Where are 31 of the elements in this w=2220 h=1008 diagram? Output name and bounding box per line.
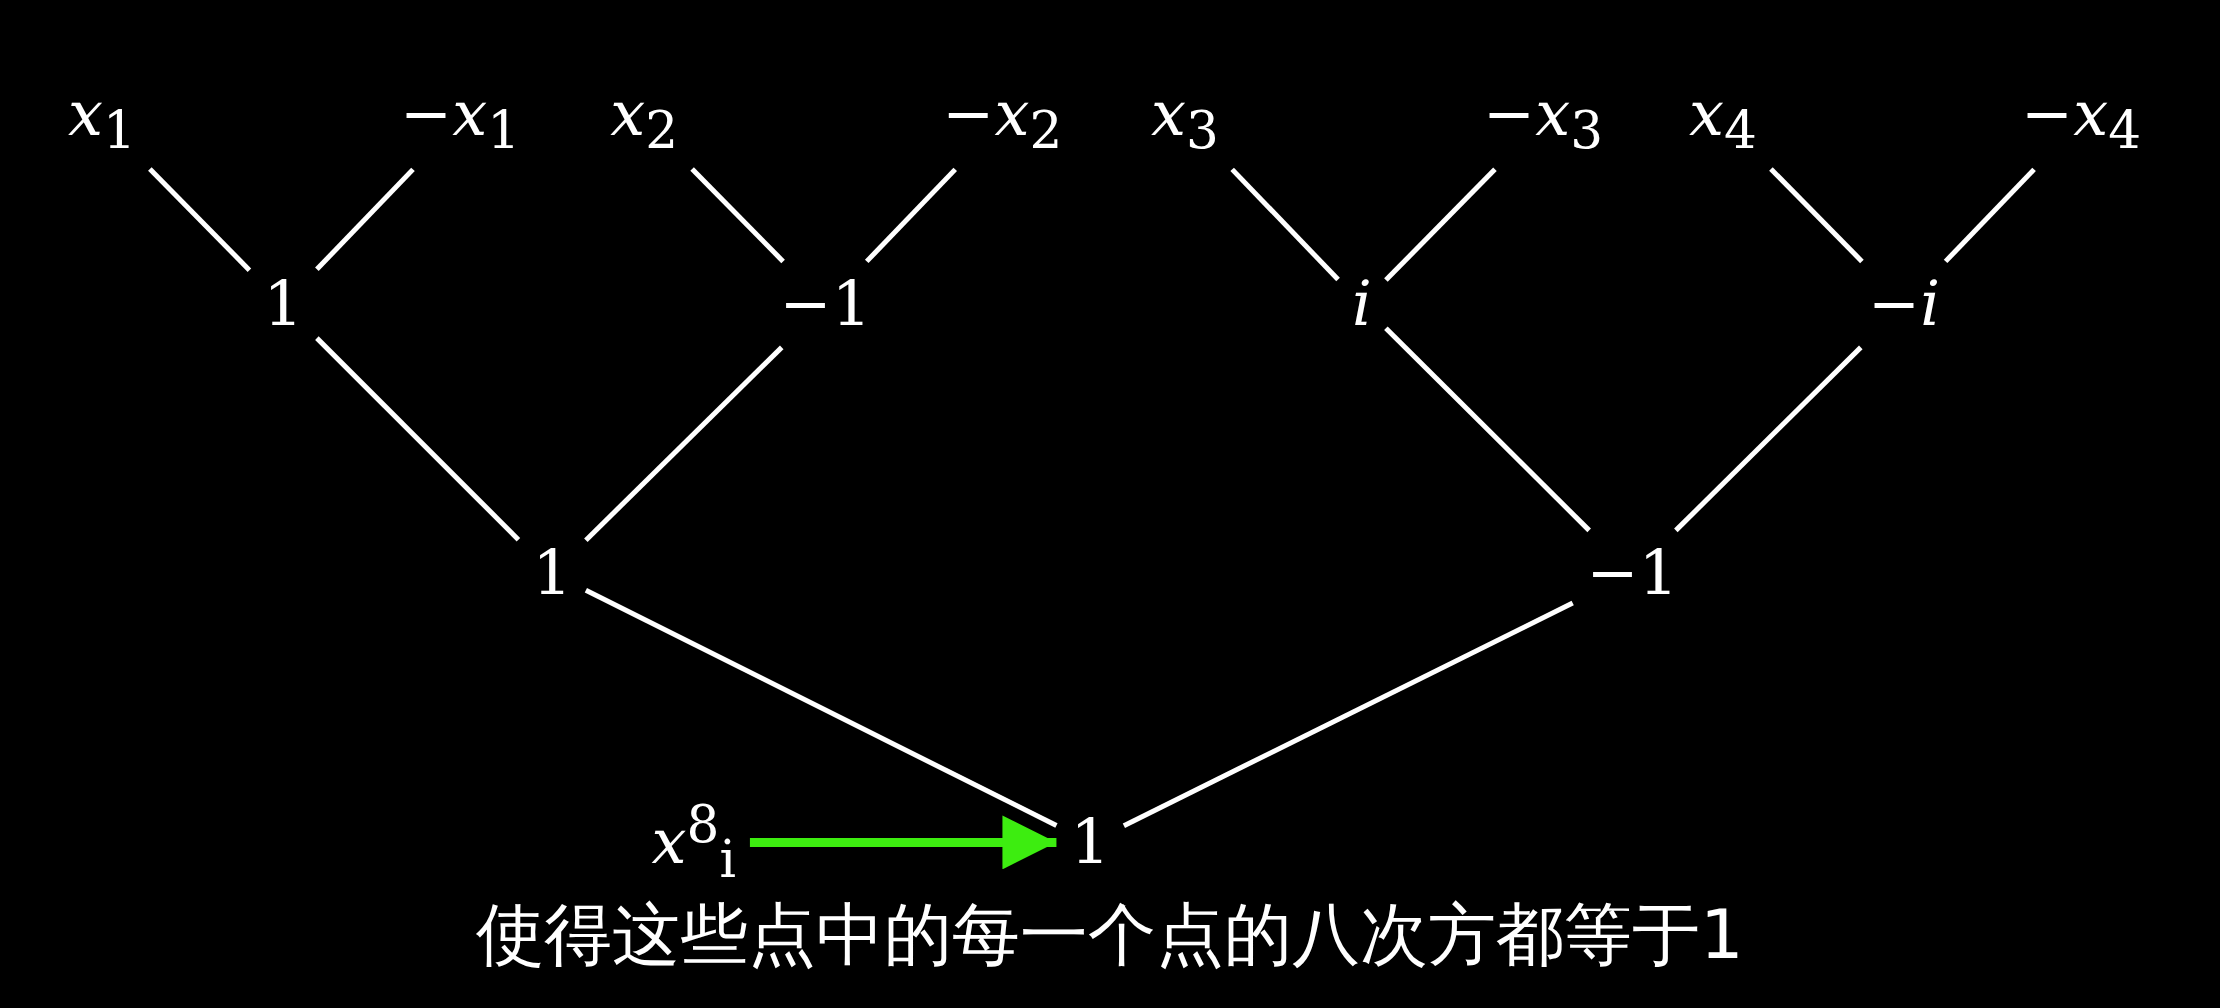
connector-line <box>1943 167 2036 264</box>
arrow <box>749 815 1057 870</box>
math-term: −x$_{1}$ <box>394 79 526 162</box>
math-term: −x$_{2}$ <box>936 79 1069 162</box>
math-term: i <box>1346 269 1378 340</box>
connector-line <box>1384 167 1497 282</box>
math-term: 1 <box>526 538 578 609</box>
connector-line <box>1384 326 1591 533</box>
connector-line <box>1230 167 1340 282</box>
connector-line <box>315 336 521 542</box>
connector-line <box>148 167 252 272</box>
connector-line <box>584 345 784 542</box>
math-term: x$_{2}$ <box>604 79 685 162</box>
connector-line <box>1122 600 1574 828</box>
subtitle: 使得这些点中的每一个点的八次方都等于1 <box>476 895 1744 974</box>
connector-line <box>690 167 785 264</box>
connector-line <box>864 167 958 264</box>
math-term: −x$_{4}$ <box>2015 79 2148 162</box>
math-term: −1 <box>773 269 878 340</box>
connector-line <box>315 167 415 272</box>
math-term: −x$_{3}$ <box>1477 79 1610 162</box>
math-term: −1 <box>1580 538 1685 609</box>
connector-line <box>1674 345 1863 533</box>
math-term: 1 <box>1064 807 1116 878</box>
math-term: x$_{3}$ <box>1145 79 1225 162</box>
connector-line <box>1769 167 1864 264</box>
connector-line <box>584 588 1058 828</box>
math-term: x$_{4}$ <box>1683 79 1763 162</box>
math-term: −i <box>1862 269 1947 340</box>
math-term: 1 <box>257 269 309 340</box>
math-term: x$_{1}$ <box>62 79 142 162</box>
